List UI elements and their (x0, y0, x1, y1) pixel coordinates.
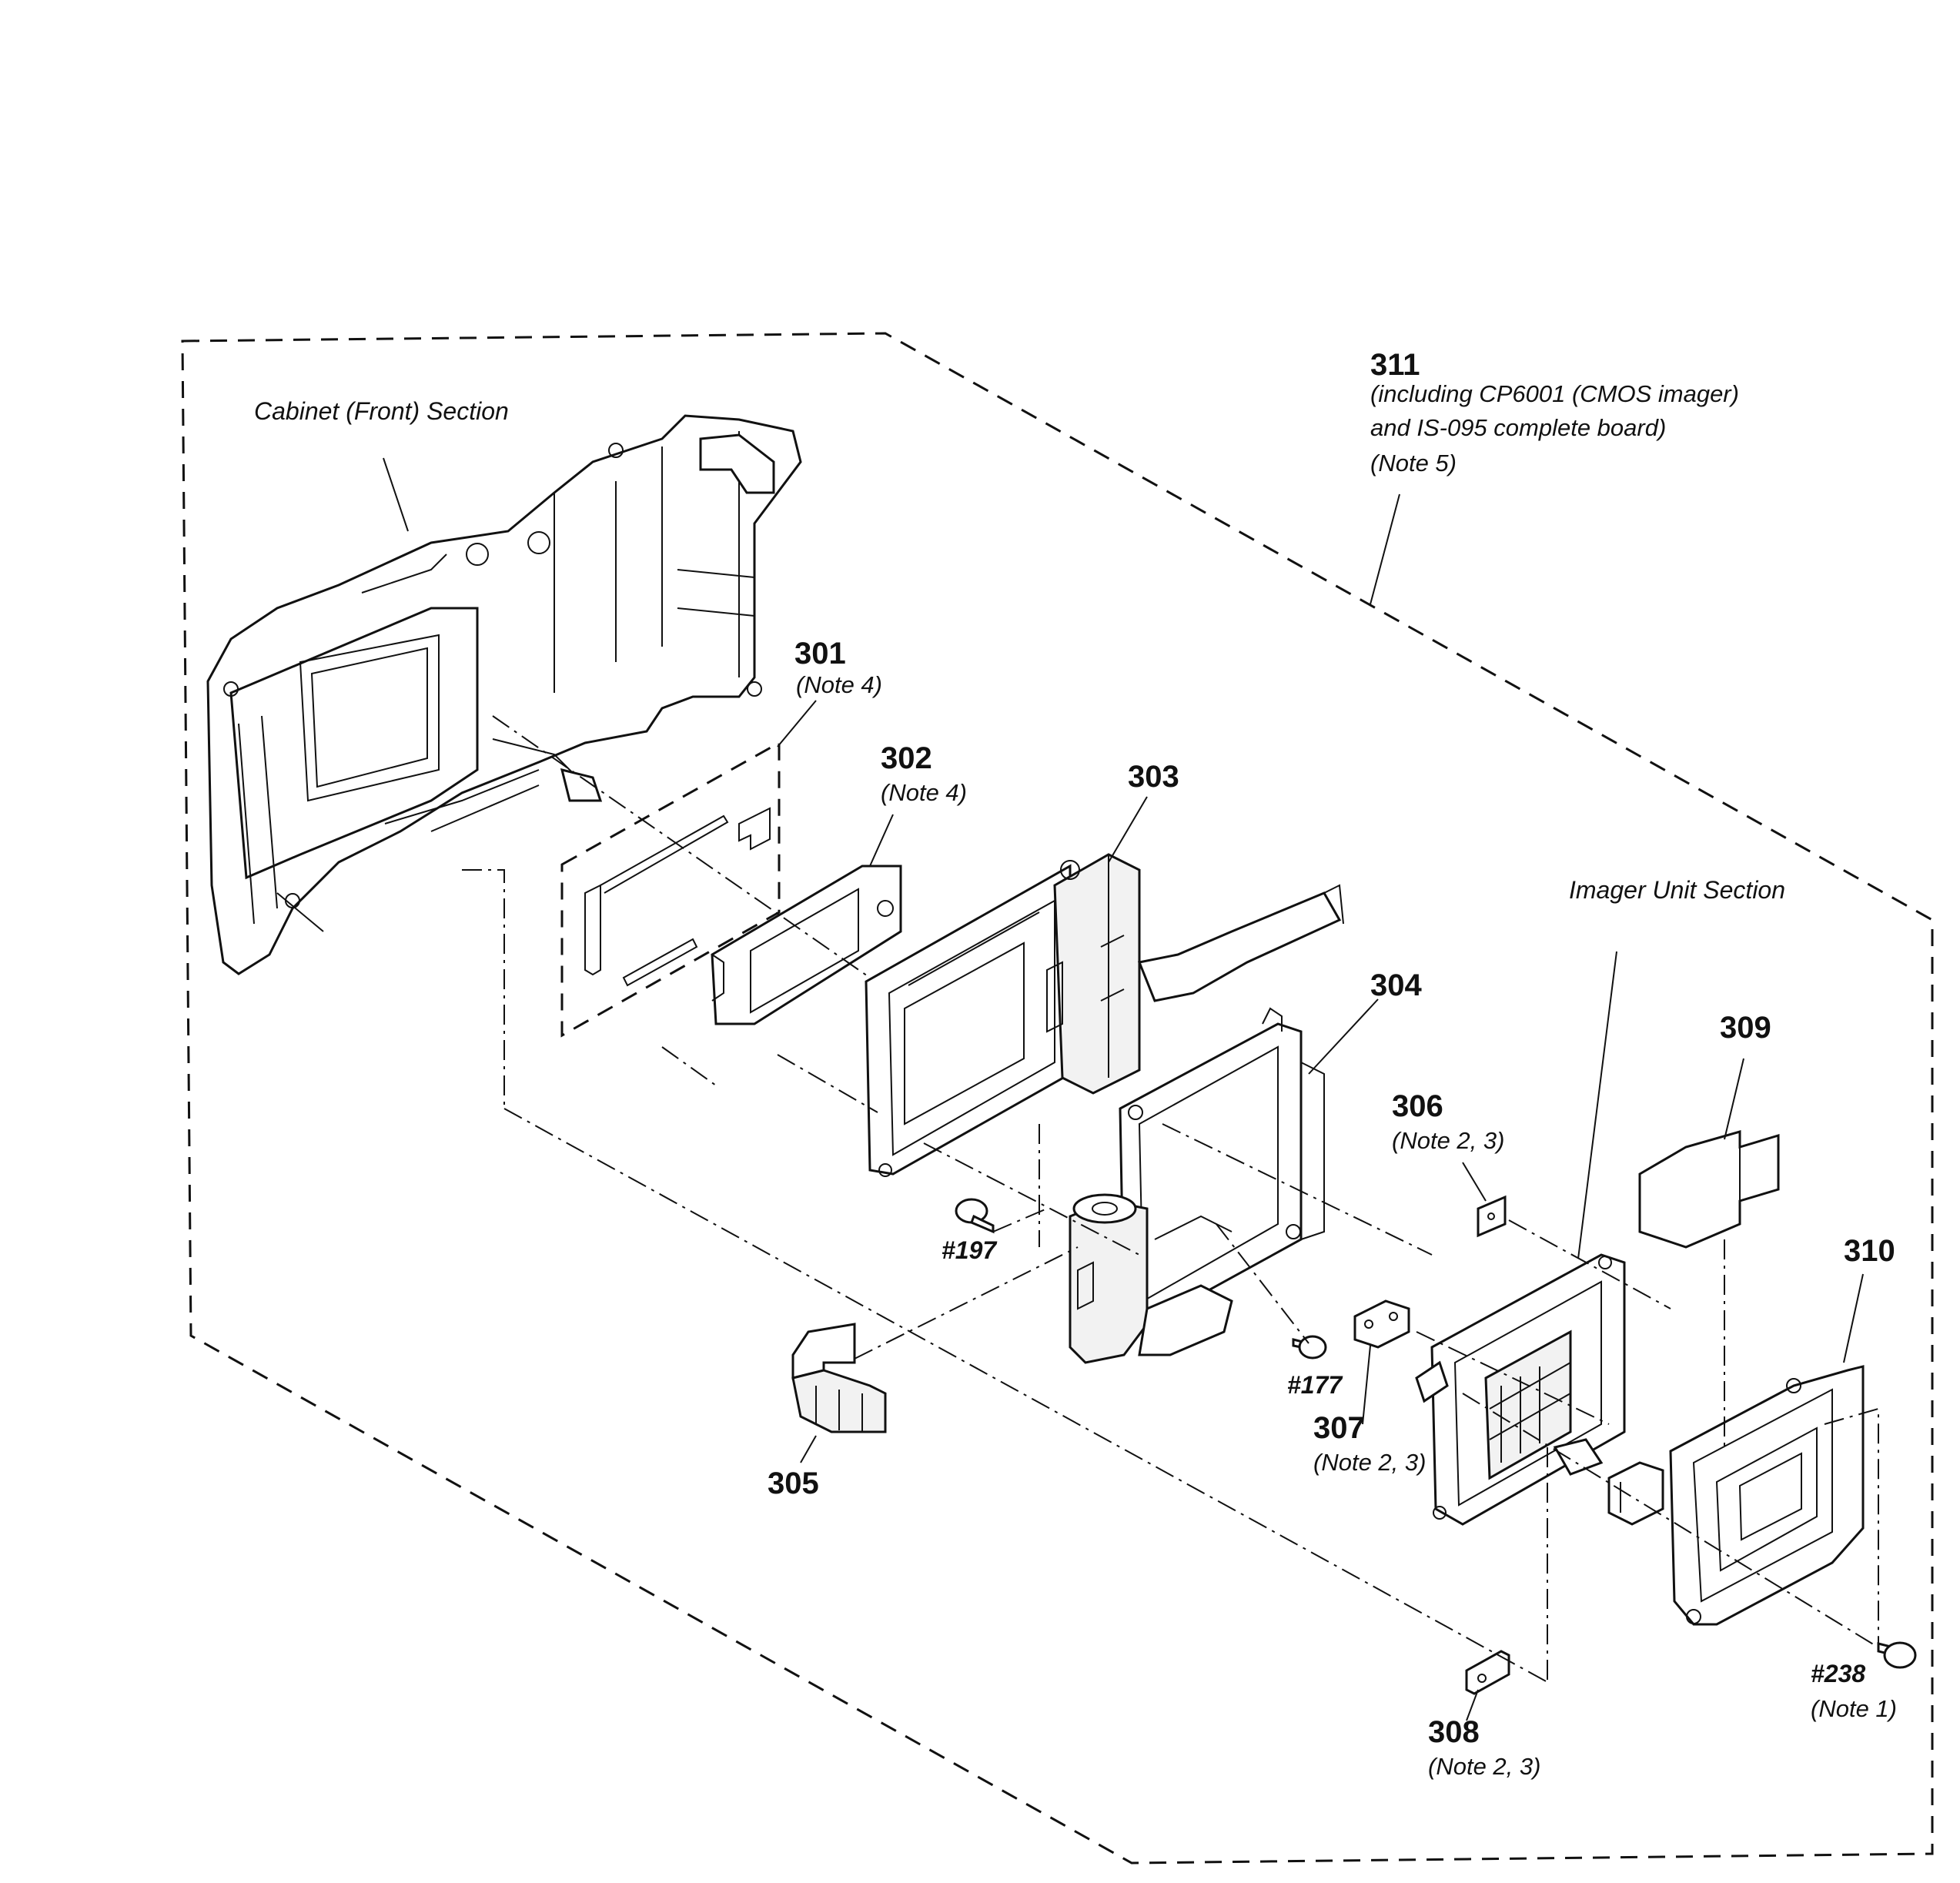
callout-301-note: (Note 4) (796, 671, 882, 698)
callout-311-note-1: (including CP6001 (CMOS imager) (1370, 380, 1739, 407)
cabinet-front-leader (383, 457, 409, 532)
screw-177-label: #177 (1287, 1371, 1343, 1399)
callout-301: 301 (794, 637, 846, 671)
screw-177-illustration (1292, 1335, 1327, 1360)
screw-197-illustration (955, 1198, 995, 1234)
callout-311-note-3: (Note 5) (1370, 450, 1457, 477)
part-309-illustration (1638, 1130, 1780, 1249)
leader-307 (1362, 1345, 1371, 1425)
callout-306-note: (Note 2, 3) (1392, 1127, 1504, 1154)
screw-238-illustration (1877, 1641, 1917, 1669)
part-310-illustration (1669, 1365, 1865, 1626)
callout-307: 307 (1313, 1411, 1365, 1445)
callout-304: 304 (1370, 968, 1422, 1002)
part-303-illustration (865, 853, 1344, 1177)
part-302-illustration (711, 865, 902, 1025)
part-307-illustration (1353, 1299, 1410, 1349)
screw-238-label: #238 (1811, 1660, 1865, 1687)
leader-306 (1462, 1162, 1487, 1202)
leader-309 (1724, 1058, 1744, 1140)
callout-307-note: (Note 2, 3) (1313, 1449, 1426, 1476)
callout-308: 308 (1428, 1715, 1480, 1749)
callout-305: 305 (768, 1467, 819, 1500)
callout-302-note: (Note 4) (881, 779, 967, 806)
part-301-illustration (560, 741, 781, 1038)
leader-305 (800, 1435, 817, 1463)
cabinet-front-frame (206, 414, 802, 975)
part-304-illustration (1069, 1007, 1325, 1364)
leader-311 (1370, 493, 1400, 605)
part-305-illustration (791, 1323, 887, 1433)
leader-308 (1466, 1689, 1479, 1721)
leader-301 (777, 700, 817, 748)
callout-311-note-2: and IS-095 complete board) (1370, 414, 1666, 441)
imager-unit-leader (1577, 951, 1617, 1259)
callout-308-note: (Note 2, 3) (1428, 1753, 1540, 1780)
callout-302: 302 (881, 741, 932, 775)
screw-197-label: #197 (942, 1236, 998, 1264)
imager-unit-illustration (1415, 1253, 1664, 1526)
part-306-illustration (1477, 1195, 1507, 1238)
screw-238-note: (Note 1) (1811, 1695, 1897, 1722)
leader-302 (869, 814, 894, 867)
callout-303: 303 (1128, 760, 1179, 794)
callout-309: 309 (1720, 1011, 1771, 1045)
leader-304 (1308, 998, 1379, 1075)
callout-311: 311 (1370, 348, 1420, 382)
assembly-311-boundary (181, 332, 1934, 1865)
cabinet-front-section-label: Cabinet (Front) Section (254, 397, 509, 425)
callout-310: 310 (1844, 1234, 1895, 1268)
leader-303 (1108, 796, 1148, 863)
part-308-illustration (1465, 1650, 1510, 1695)
leader-310 (1843, 1273, 1864, 1363)
callout-306: 306 (1392, 1089, 1443, 1123)
imager-unit-section-label: Imager Unit Section (1569, 876, 1785, 904)
alignment-lines (462, 715, 1879, 1686)
